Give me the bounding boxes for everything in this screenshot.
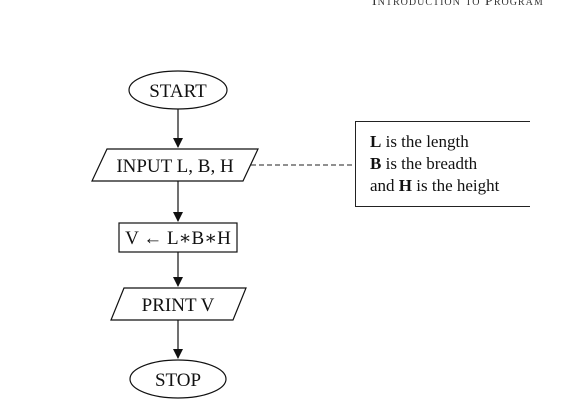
note-var-h: H: [398, 176, 413, 195]
output-parallelogram: [110, 287, 247, 321]
note-text-breadth: is the breadth: [381, 154, 478, 173]
start-label: START: [149, 81, 207, 102]
note-line-breadth: B is the breadth: [370, 153, 530, 175]
note-prefix: and: [370, 176, 399, 195]
note-var-b: B: [370, 154, 382, 173]
stop-terminal: [129, 359, 227, 399]
running-head-text: Introduction to Program: [372, 0, 544, 9]
note-var-l: L: [370, 132, 382, 151]
note-text-height: is the height: [412, 176, 500, 195]
output-label: PRINT V: [142, 295, 215, 316]
running-head: Introduction to Program: [372, 0, 544, 10]
input-label: INPUT L, B, H: [116, 156, 234, 177]
note-text-length: is the length: [381, 132, 469, 151]
stop-label: STOP: [155, 370, 201, 391]
note-line-height: and H is the height: [370, 175, 530, 197]
input-parallelogram: [91, 148, 259, 182]
process-label: V ← L∗B∗H: [125, 228, 231, 249]
variable-note-box: L is the length B is the breadth and H i…: [355, 121, 530, 207]
note-line-length: L is the length: [370, 131, 530, 153]
